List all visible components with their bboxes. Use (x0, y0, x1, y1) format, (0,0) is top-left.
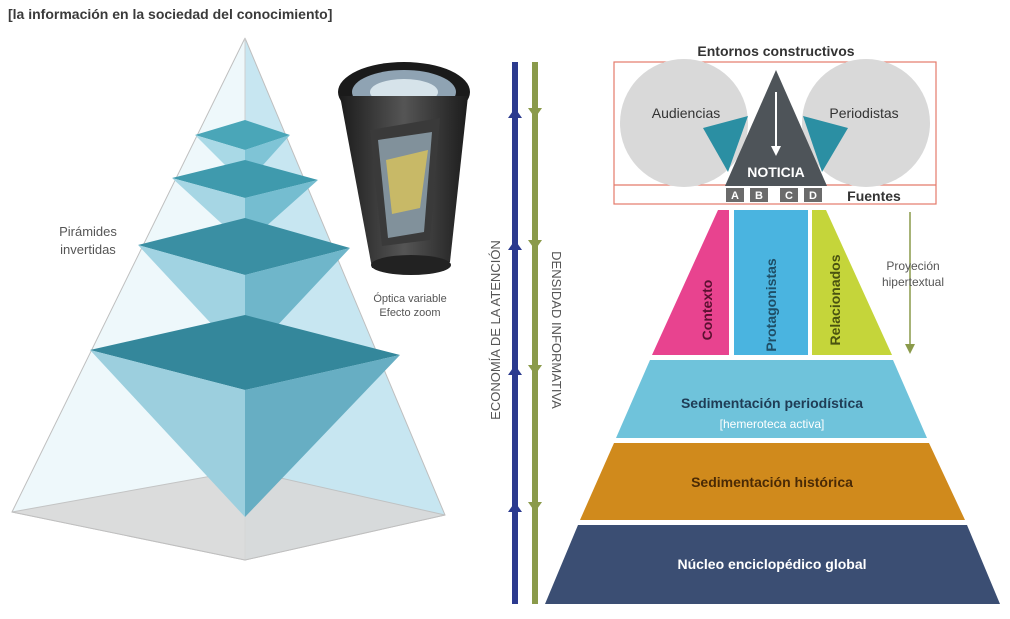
historical-sedimentation-label: Sedimentación histórica (691, 474, 853, 490)
density-axis (528, 62, 542, 604)
inverted-pyramid-4 (90, 315, 400, 517)
density-axis-label: DENSIDAD INFORMATIVA (549, 251, 564, 409)
projection-label-line1: Proyeción (886, 259, 939, 273)
journalistic-sedimentation-layer (616, 360, 927, 438)
zoom-lens-illustration (338, 62, 470, 275)
news-label: NOTICIA (747, 164, 805, 180)
journalistic-sedimentation-label: Sedimentación periodística (681, 395, 863, 411)
source-d: D (809, 190, 817, 202)
optic-label-line2: Efecto zoom (379, 307, 440, 319)
source-a: A (731, 190, 739, 202)
global-core-label: Núcleo enciclopédico global (677, 556, 866, 572)
historical-sedimentation-layer (580, 443, 965, 520)
sources-label: Fuentes (847, 188, 901, 204)
journalists-circle (802, 59, 930, 187)
audiences-pointer (703, 116, 748, 172)
journalists-pointer (803, 116, 848, 172)
projection-label-line2: hipertextual (882, 275, 944, 289)
related-label: Relacionados (827, 254, 843, 345)
attention-axis (508, 62, 522, 604)
attention-axis-label: ECONOMÍA DE LA ATENCIÓN (488, 240, 503, 420)
journalists-label: Periodistas (829, 105, 898, 121)
diagram-title: [la información en la sociedad del conoc… (8, 6, 333, 22)
audiences-label: Audiencias (652, 105, 721, 121)
protagonists-block (734, 210, 808, 355)
protagonists-label: Protagonistas (763, 258, 779, 352)
audiences-circle (620, 59, 748, 187)
sources-row (726, 188, 822, 202)
environments-label: Entornos constructivos (697, 43, 854, 59)
projection-arrow (905, 212, 915, 354)
context-block (652, 210, 729, 355)
active-archive-label: [hemeroteca activa] (720, 417, 825, 431)
inverted-pyramids-label-line1: Pirámides (59, 224, 117, 239)
related-block (812, 210, 892, 355)
source-b: B (755, 190, 763, 202)
global-core-layer (545, 525, 1000, 604)
inverted-pyramids-label-line2: invertidas (60, 242, 116, 257)
source-c: C (785, 190, 793, 202)
context-label: Contexto (699, 280, 715, 341)
optic-label-line1: Óptica variable (373, 292, 446, 305)
